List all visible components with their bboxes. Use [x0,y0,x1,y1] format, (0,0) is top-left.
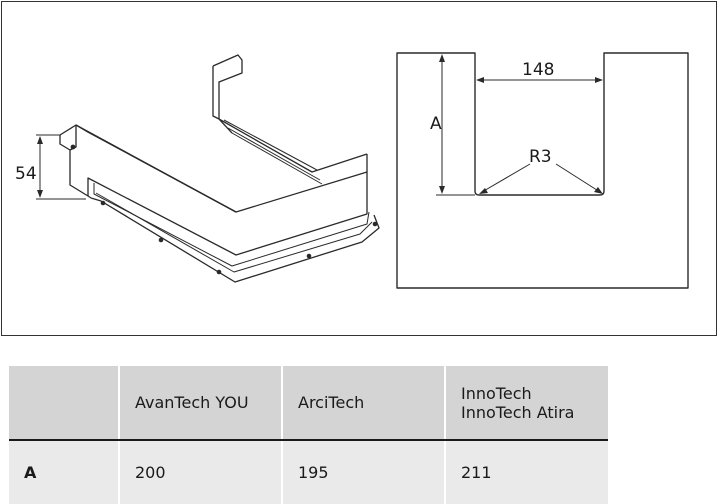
table-cell-avantech: 200 [118,440,282,504]
width-dimension [476,77,603,83]
table-header-row: AvanTech YOU ArciTech InnoTech InnoTech … [9,366,608,441]
back-upright [212,54,243,119]
depth-dimension-label: A [430,114,442,134]
depth-dimension [436,52,475,196]
height-dimension-label: 54 [15,164,37,184]
back-upright-edge [212,66,220,120]
radius-dimension-label: R3 [529,147,552,167]
tab-hole [70,144,76,150]
drawing-frame: 54 A 148 R3 [1,1,717,336]
mounting-hole [158,237,164,243]
front-wall [75,124,368,256]
table-header-cell: InnoTech InnoTech Atira [444,366,608,441]
profile-view-drawing [396,52,689,289]
dimension-table: AvanTech YOU ArciTech InnoTech InnoTech … [9,366,608,504]
front-wall-top-edge [85,130,237,213]
table-cell-innotech: 211 [444,440,608,504]
left-end-tab-top [59,124,87,136]
inner-rail-lower [227,127,321,181]
inner-back-wall [218,118,368,173]
left-end-tab [59,135,92,199]
height-dimension [36,134,86,200]
column-header-innotech: InnoTech [461,383,532,403]
isometric-channel-drawing [59,54,380,283]
inner-rail-bottom [231,132,323,185]
mounting-hole [100,200,106,206]
mounting-hole [306,253,312,259]
width-dimension-label: 148 [522,60,554,80]
mounting-hole [216,269,222,275]
inner-rail-upper [223,119,318,171]
column-header-arcitech: ArciTech [298,393,365,412]
flange-inner-line [95,192,373,273]
table-row: A 200 195 211 [9,440,608,504]
table-header-cell [9,366,119,441]
mounting-hole [372,221,378,227]
radius-leaders [479,163,603,194]
column-header-avantech: AvanTech YOU [135,393,249,412]
table-cell-arcitech: 195 [281,440,445,504]
table-header-cell: ArciTech [281,366,445,441]
technical-drawing: 54 A 148 R3 [15,52,689,289]
flange-lip [93,183,370,267]
flange-outline [90,197,380,283]
profile-outline [396,52,689,289]
row-label: A [24,463,37,482]
rail-end [218,118,233,134]
column-header-innotech-atira: InnoTech Atira [461,402,575,422]
table-header-cell: AvanTech YOU [118,366,282,441]
